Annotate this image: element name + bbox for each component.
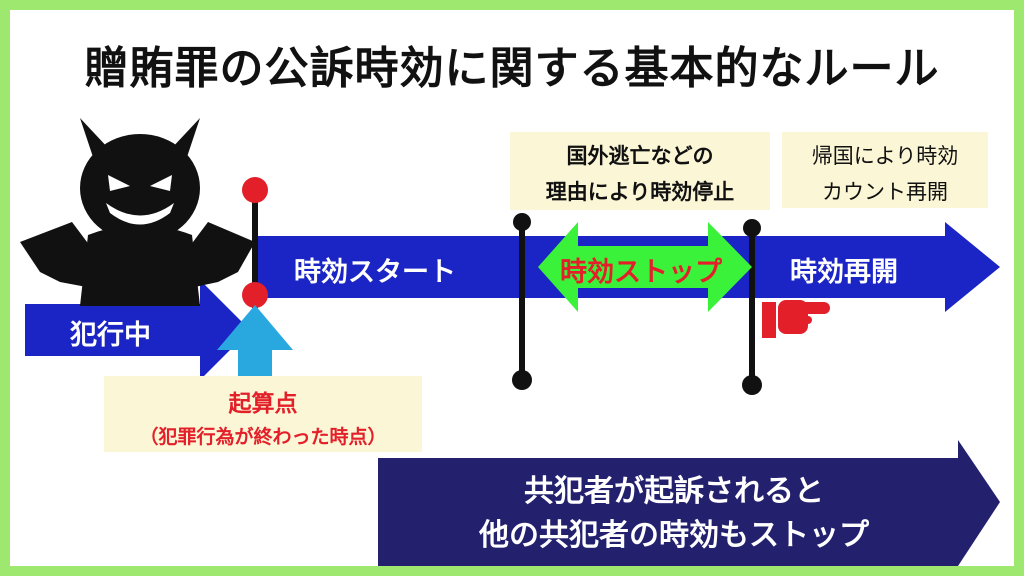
up-arrow-icon [217,305,293,390]
origin-subtitle: （犯罪行為が終わった時点） [139,426,387,448]
origin-title: 起算点 [228,391,298,417]
stop-marker-dot-right-top [743,219,761,237]
start-marker-dot-top [242,177,268,203]
diagram [20,118,1000,566]
resume-label: 時効再開 [790,257,898,288]
resume-reason-line-1: 帰国により時効 [811,144,959,168]
devil-icon [20,118,255,306]
stop-marker-dot-left-bottom [512,370,532,390]
page-title: 贈賄罪の公訴時効に関する基本的なルール [84,43,940,94]
stop-reason-line-1: 国外逃亡などの [566,144,714,168]
stop-double-arrow [538,222,752,312]
start-label: 時効スタート [294,257,456,288]
stop-marker-dot-right-bottom [742,375,762,395]
in-progress-label: 犯行中 [70,320,151,351]
accomplice-arrow [378,440,1000,566]
start-marker-dot-bottom [242,282,268,308]
stop-reason-line-2: 理由により時効停止 [545,180,735,204]
stop-reason-note: 国外逃亡などの 理由により時効停止 [510,132,770,210]
pointing-hand-icon [762,300,830,338]
accomplice-line-2: 他の共犯者の時効もストップ [479,518,869,553]
resume-reason-note: 帰国により時効 カウント再開 [782,132,988,208]
resume-reason-line-2: カウント再開 [822,180,948,204]
stop-marker-dot-left-top [513,213,531,231]
stop-label: 時効ストップ [560,257,722,288]
origin-note: 起算点 （犯罪行為が終わった時点） [104,376,422,452]
accomplice-line-1: 共犯者が起訴されると [524,474,824,509]
canvas: 贈賄罪の公訴時効に関する基本的なルール [10,10,1014,566]
